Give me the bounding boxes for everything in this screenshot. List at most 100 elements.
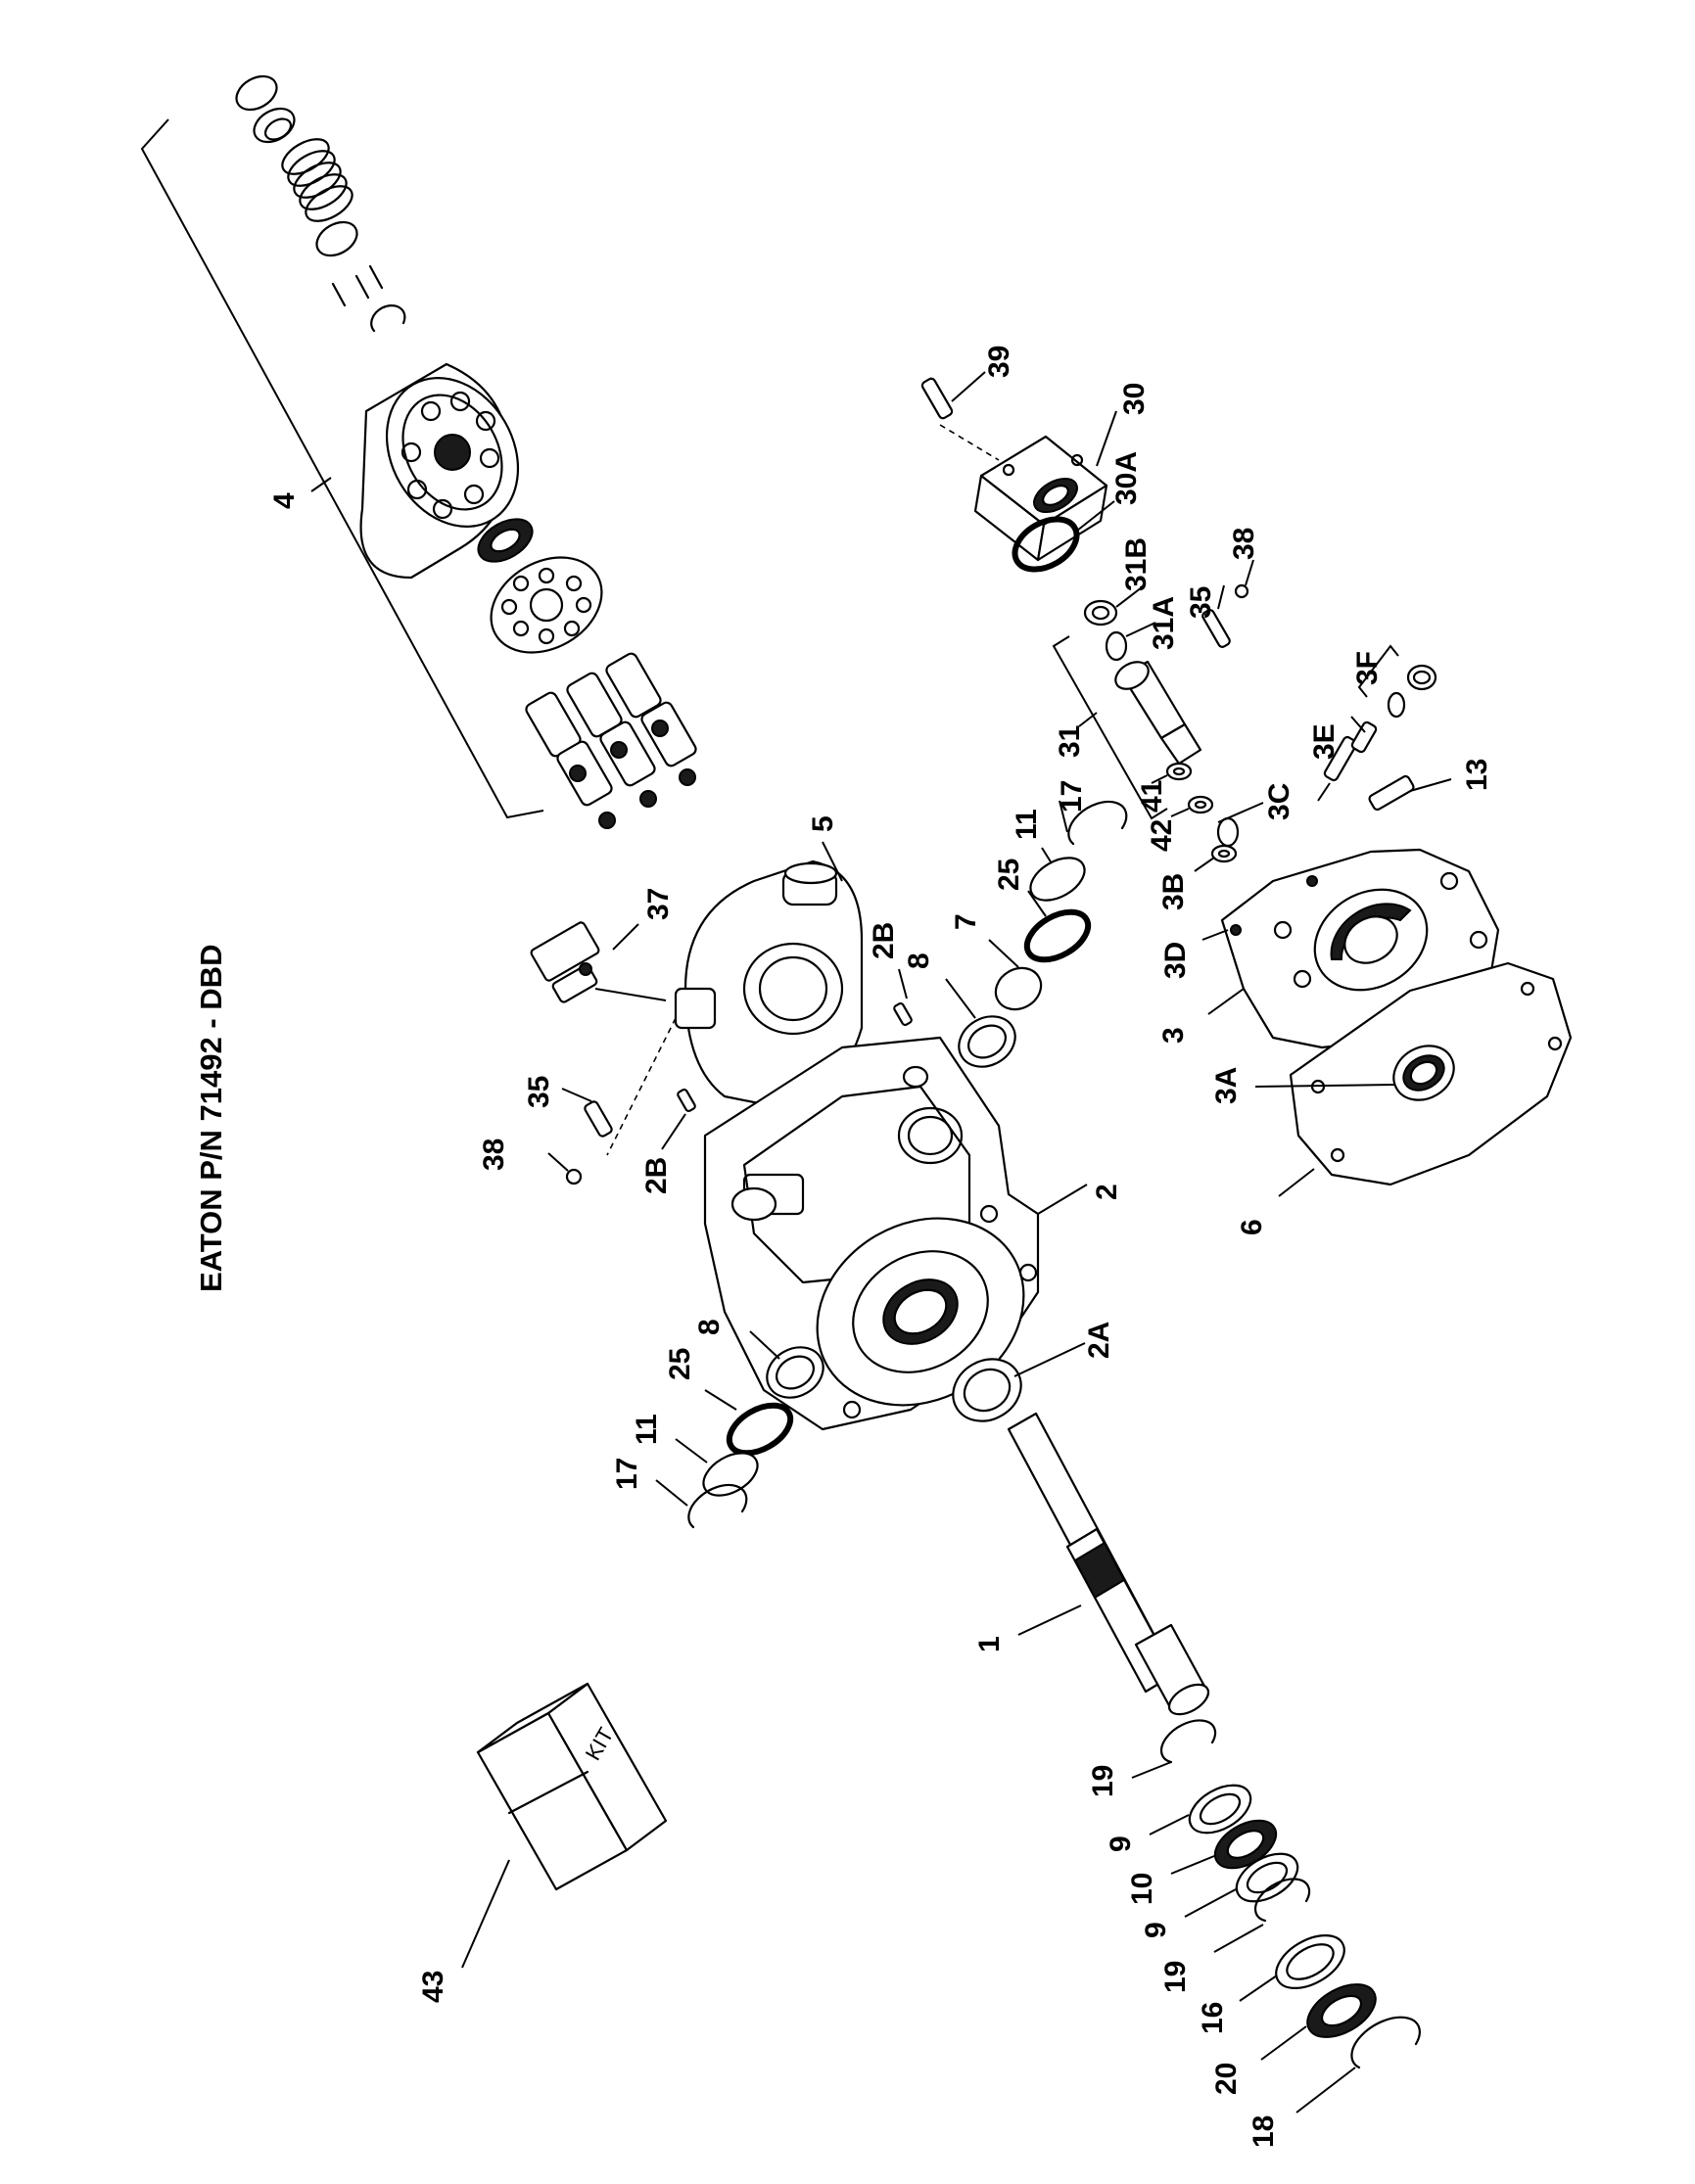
leader-11-upper — [1041, 847, 1053, 864]
leader-43 — [461, 1859, 510, 1969]
callout-7: 7 — [950, 913, 982, 930]
leader-13 — [1409, 778, 1452, 792]
shaft-end-stack — [1159, 1719, 1421, 2069]
bushing-7 — [994, 966, 1043, 1011]
o-ring-3f — [1387, 691, 1406, 719]
callout-9-a: 9 — [1105, 1835, 1137, 1852]
valve-31 — [1114, 660, 1202, 766]
callout-3c: 3C — [1263, 783, 1295, 820]
swashplate-assembly: 5 37 — [530, 815, 864, 1156]
callout-2b-left: 2B — [640, 1157, 673, 1194]
callout-10: 10 — [1126, 1873, 1158, 1905]
callout-8-upper: 8 — [903, 953, 935, 969]
callout-20: 20 — [1210, 2063, 1243, 2095]
callout-2b-top: 2B — [868, 922, 900, 959]
callout-16: 16 — [1197, 2002, 1229, 2034]
leader-20 — [1260, 2025, 1307, 2061]
leader-19-b — [1213, 1924, 1264, 1953]
callout-8-lower: 8 — [693, 1319, 726, 1335]
plug-3e — [1323, 720, 1378, 782]
leader-38-left — [547, 1152, 569, 1172]
snap-ring-17-upper — [1067, 800, 1128, 846]
diagram-title: EATON P/N 71492 - DBD — [194, 945, 228, 1292]
callout-1: 1 — [973, 1636, 1006, 1652]
dowel-pin-2b-left — [677, 1088, 696, 1113]
callout-3f: 3F — [1351, 651, 1384, 685]
callout-9-b: 9 — [1140, 1922, 1172, 1938]
bolt-13 — [1368, 774, 1415, 812]
callout-43: 43 — [417, 1971, 449, 2003]
o-ring-3c — [1216, 816, 1240, 848]
bearing-8-upper — [958, 1015, 1016, 1068]
callout-3d: 3D — [1159, 942, 1192, 979]
snap-ring-19-a — [1159, 1719, 1217, 1764]
callout-30: 30 — [1118, 383, 1151, 415]
callout-11-upper: 11 — [1011, 809, 1043, 840]
leader-19-a — [1131, 1761, 1172, 1779]
callout-3: 3 — [1157, 1027, 1190, 1044]
seal-38-right — [1234, 583, 1249, 599]
housing-2 — [703, 1036, 1040, 1431]
callout-17-upper: 17 — [1056, 780, 1088, 813]
bolt-39-guide — [939, 424, 1000, 461]
spring — [281, 138, 353, 222]
leader-1 — [1017, 1604, 1082, 1636]
leader-37b — [594, 988, 667, 1001]
leader-35-left — [561, 1088, 592, 1102]
rotating-group-4: 4 — [140, 74, 697, 829]
leader-3 — [1207, 988, 1245, 1015]
plug-11-upper — [1029, 857, 1086, 902]
leader-17-lower — [655, 1479, 688, 1507]
leader-25-lower — [704, 1389, 737, 1411]
plug-11-lower — [702, 1452, 759, 1497]
seal-38-left — [565, 1168, 583, 1185]
snap-ring-18 — [1350, 2016, 1421, 2069]
callout-3b: 3B — [1157, 873, 1190, 910]
leader-31a — [1125, 622, 1156, 637]
pistons — [525, 652, 697, 829]
leader-8-upper — [945, 978, 976, 1019]
dashed-guide — [606, 1017, 677, 1156]
plug-35-right — [1201, 609, 1231, 648]
callout-41: 41 — [1136, 780, 1168, 813]
callout-4: 4 — [268, 492, 301, 509]
leader-2a — [1013, 1342, 1086, 1377]
valve-31-bracket — [1052, 635, 1168, 820]
callout-31: 31 — [1054, 725, 1086, 758]
leader-9-b — [1184, 1888, 1237, 1918]
leader-9-a — [1149, 1814, 1190, 1835]
callout-13: 13 — [1461, 759, 1493, 791]
spring-washer — [315, 220, 358, 257]
seal-31b — [1083, 599, 1118, 627]
callout-37: 37 — [642, 888, 675, 920]
pin-3 — [368, 264, 384, 290]
callout-2: 2 — [1091, 1184, 1123, 1200]
leader-39 — [951, 371, 986, 402]
leader-30a — [1076, 500, 1115, 532]
leader-2b-top — [898, 968, 908, 999]
bracket-3f — [1357, 644, 1399, 698]
leader-41 — [1151, 774, 1168, 784]
callout-42: 42 — [1146, 819, 1178, 852]
seal-16 — [1275, 1933, 1345, 1990]
callout-3a: 3A — [1210, 1067, 1243, 1104]
callout-25-upper: 25 — [993, 859, 1025, 891]
callout-2a: 2A — [1083, 1322, 1115, 1359]
leader-11-lower — [675, 1438, 708, 1464]
leader-25-upper — [1027, 890, 1047, 917]
leader-3b — [1194, 857, 1215, 872]
leader-3d — [1201, 929, 1229, 941]
callout-6: 6 — [1236, 1219, 1268, 1235]
leader-17-upper — [1059, 800, 1068, 833]
shaft-1 — [1007, 1412, 1210, 1716]
plug-35-left — [584, 1100, 613, 1138]
callout-38-left: 38 — [478, 1138, 510, 1171]
leader-31 — [1078, 712, 1098, 727]
cylinder-barrel — [359, 362, 520, 580]
leader-16 — [1239, 1975, 1278, 2002]
callout-5: 5 — [807, 815, 839, 832]
leader-6 — [1278, 1168, 1315, 1197]
o-ring-31a — [1105, 630, 1128, 662]
o-ring-30a — [1012, 516, 1080, 573]
cover-30 — [973, 435, 1108, 562]
